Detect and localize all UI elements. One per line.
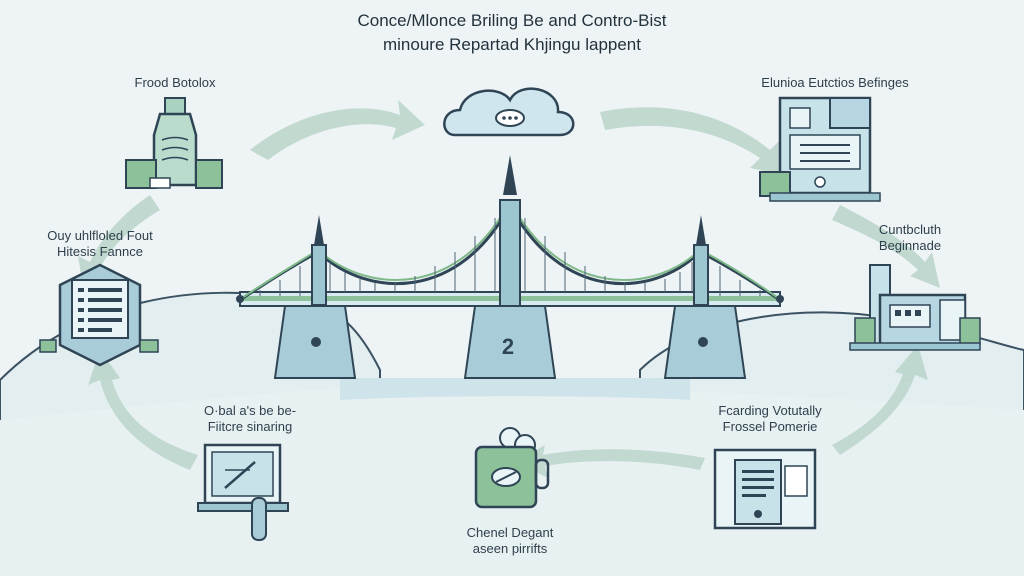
- factory-icon: [849, 264, 981, 351]
- label-bottom-right-line-1: Fcarding Votutally: [718, 403, 822, 418]
- pier-right-dot: [698, 337, 708, 347]
- diagram-title-line-2: minoure Repartad Khjingu lappent: [382, 35, 641, 54]
- arrow-right-up: [832, 345, 928, 455]
- cloud-icon: [443, 87, 575, 137]
- arrow-bottom: [515, 445, 705, 478]
- pier-left-dot: [311, 337, 321, 347]
- pier-center: [463, 305, 557, 379]
- bridge: [236, 155, 784, 379]
- label-top-left: Frood Botolox: [134, 75, 216, 90]
- badge-mug-icon: [474, 427, 550, 509]
- diagram-title-line-1: Conce/Mlonce Briling Be and Contro-Bist: [357, 11, 667, 30]
- tower-left: [311, 215, 327, 306]
- document-list-icon: [39, 263, 159, 367]
- building-icon: [759, 96, 881, 202]
- laptop-pen-icon: [197, 443, 289, 541]
- suspender-cables: [259, 218, 761, 296]
- label-mid-left-line-2: Hitesis Fannce: [57, 244, 143, 259]
- label-mid-right-line-2: Beginnade: [878, 238, 942, 253]
- label-mid-right-line-1: Cuntbcluth: [878, 222, 942, 237]
- mobile-card-icon: [713, 448, 817, 530]
- label-bottom-center-line-1: Chenel Degant: [466, 525, 554, 540]
- arrow-top-left: [250, 100, 425, 160]
- label-bottom-right-line-2: Frossel Pomerie: [722, 419, 818, 434]
- bottle-icon: [125, 97, 223, 189]
- bridge-badge: 2: [502, 334, 514, 359]
- water: [340, 378, 690, 400]
- arrow-right-down: [832, 205, 940, 288]
- label-bottom-center-line-2: aseen pirrifts: [472, 541, 548, 556]
- label-top-right: Elunioa Eutctios Befinges: [761, 75, 909, 90]
- tower-right: [693, 215, 709, 306]
- label-bottom-left-line-1: O·bal a's be be-: [203, 403, 297, 418]
- label-bottom-left-line-2: Fiitcre sinaring: [207, 419, 293, 434]
- tower-center: [499, 155, 521, 309]
- arrow-top-right: [600, 107, 785, 175]
- label-mid-left-line-1: Ouy uhlfloled Fout: [47, 228, 153, 243]
